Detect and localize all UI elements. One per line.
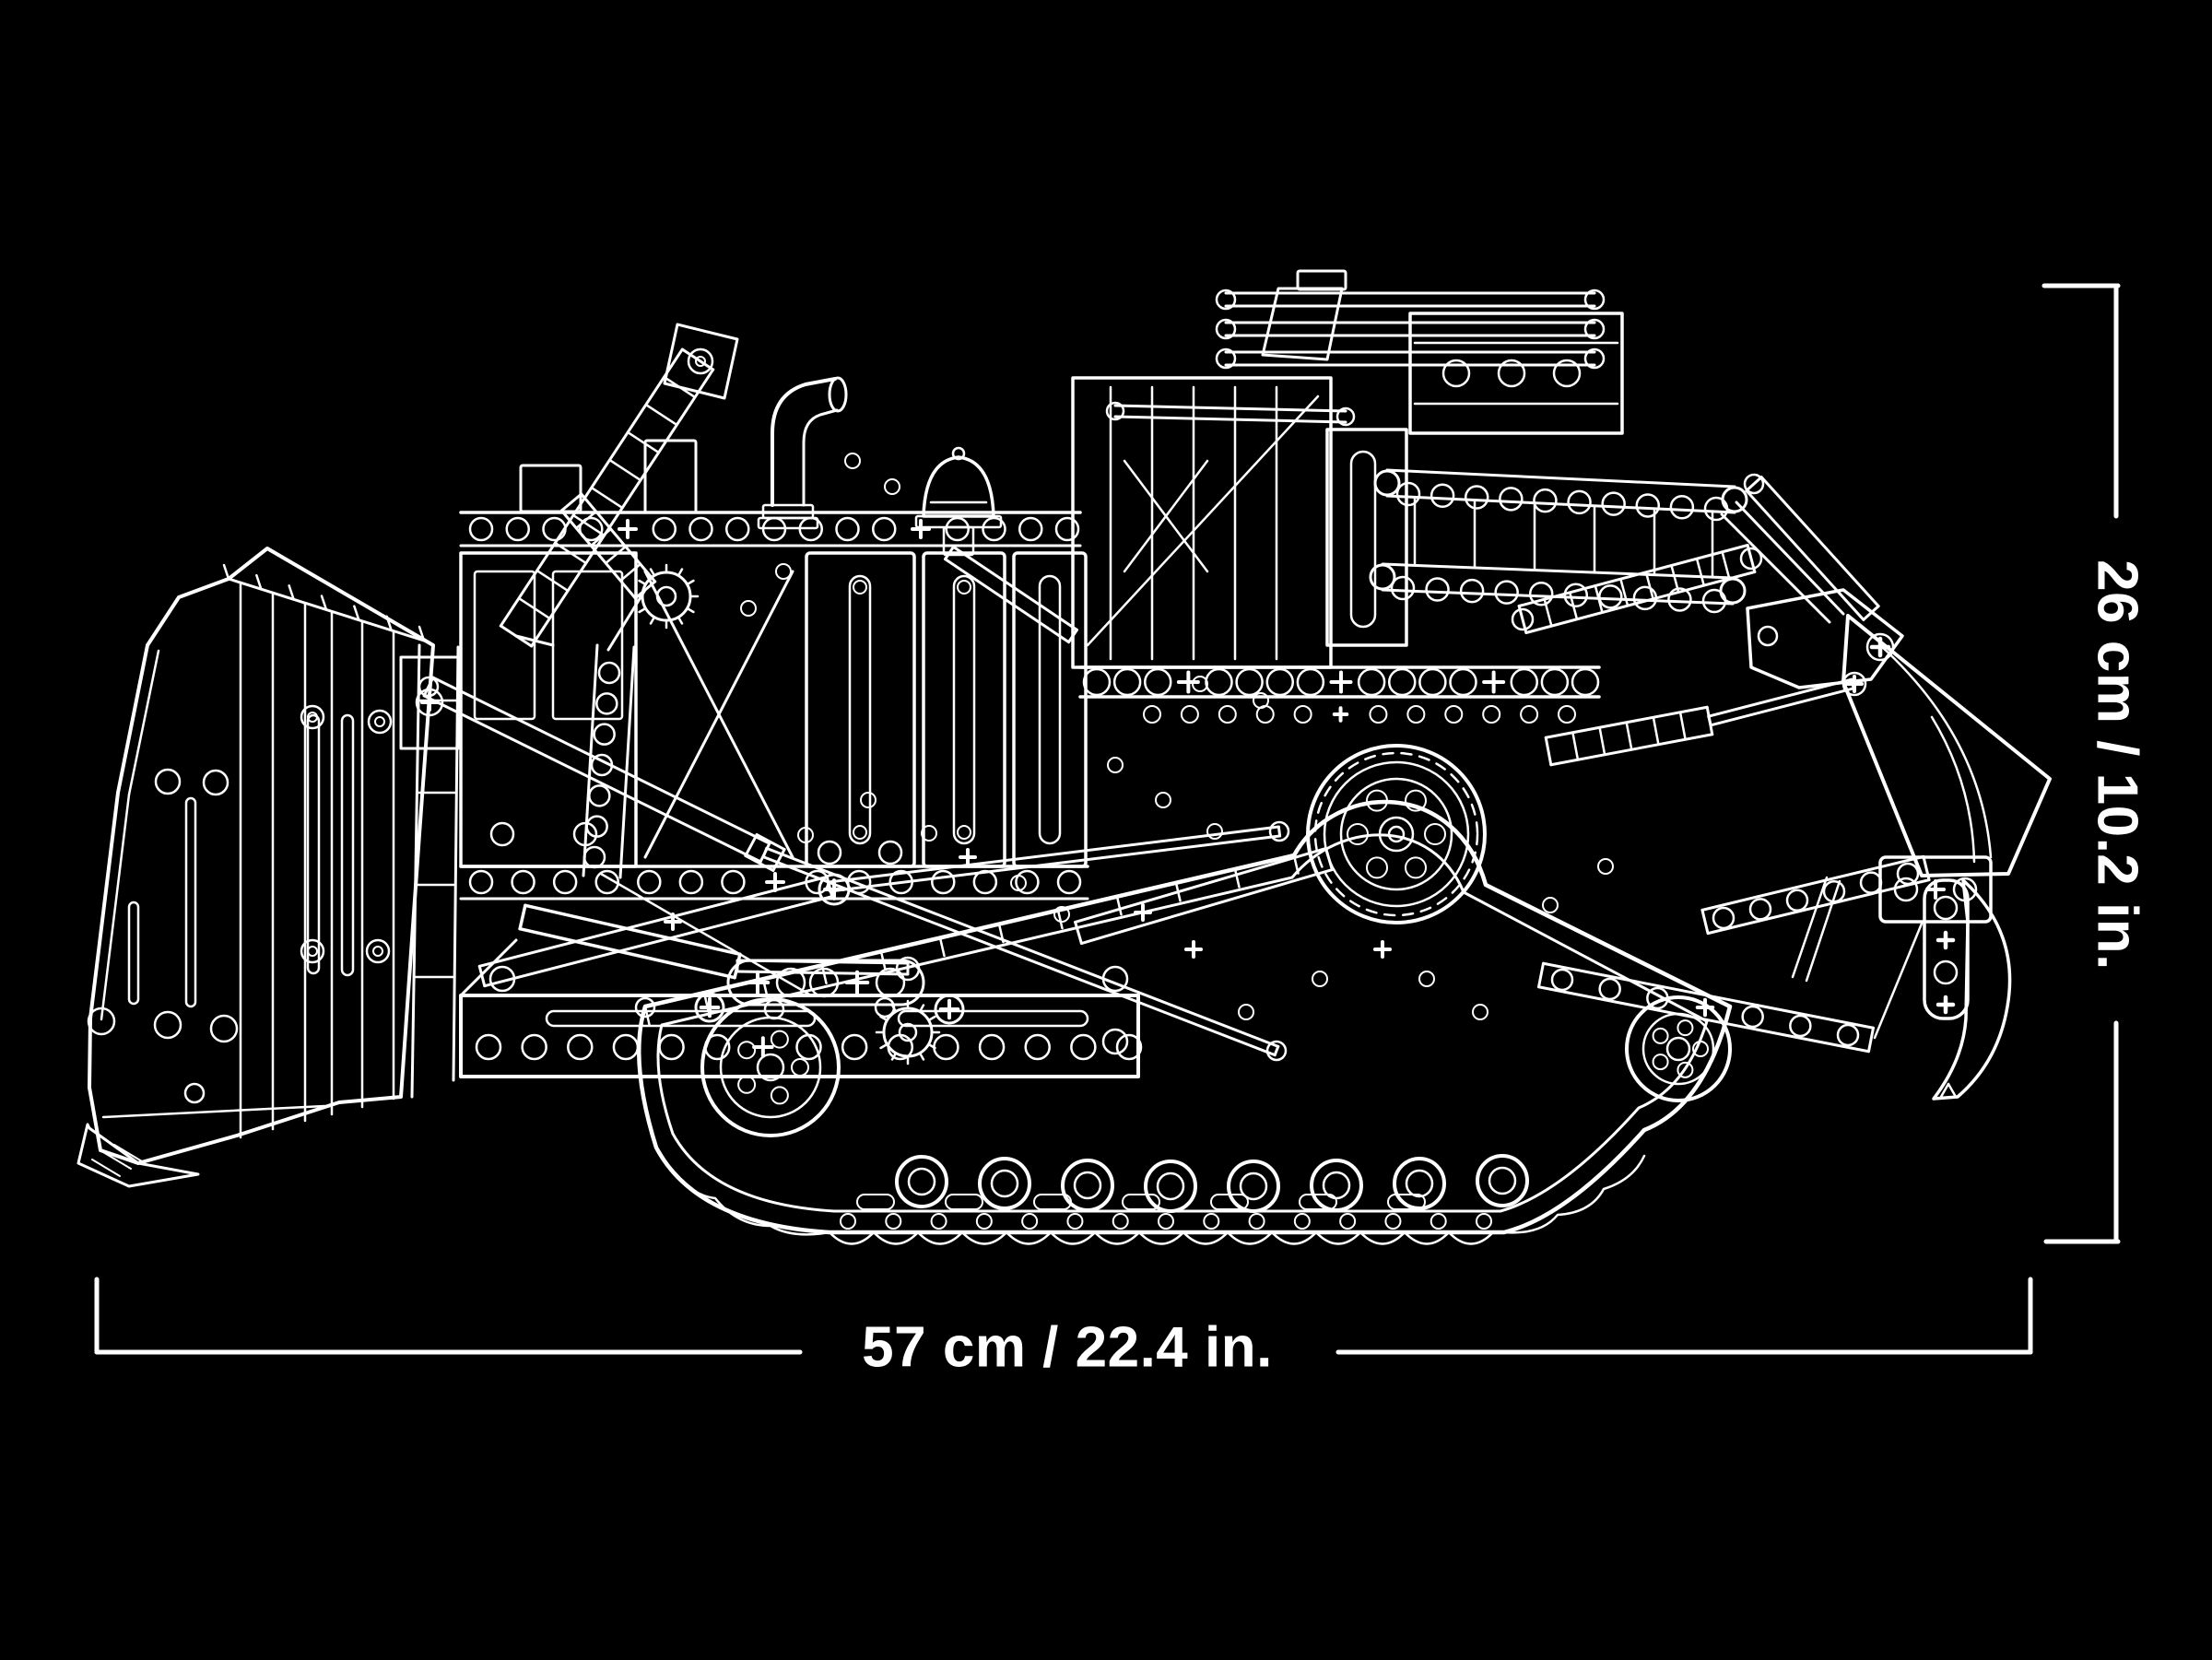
dimension-bracket-width [94,1277,2033,1355]
exhaust-and-dome [757,376,1003,557]
height-dimension-label: 26 cm / 10.2 in. [2085,559,2149,971]
blade-lift-boom [499,323,739,879]
track-assembly [637,799,1733,1245]
width-dimension-label: 57 cm / 22.4 in. [862,1315,1273,1380]
ripper-assembly [1511,473,2052,1101]
push-frame [459,938,1143,1078]
hydraulic-linkage [418,676,1290,1062]
superstructure [944,269,1845,724]
detail-pins [664,453,1614,1020]
dimension-bracket-height [2041,283,2121,1244]
blade-assembly [76,547,460,1188]
